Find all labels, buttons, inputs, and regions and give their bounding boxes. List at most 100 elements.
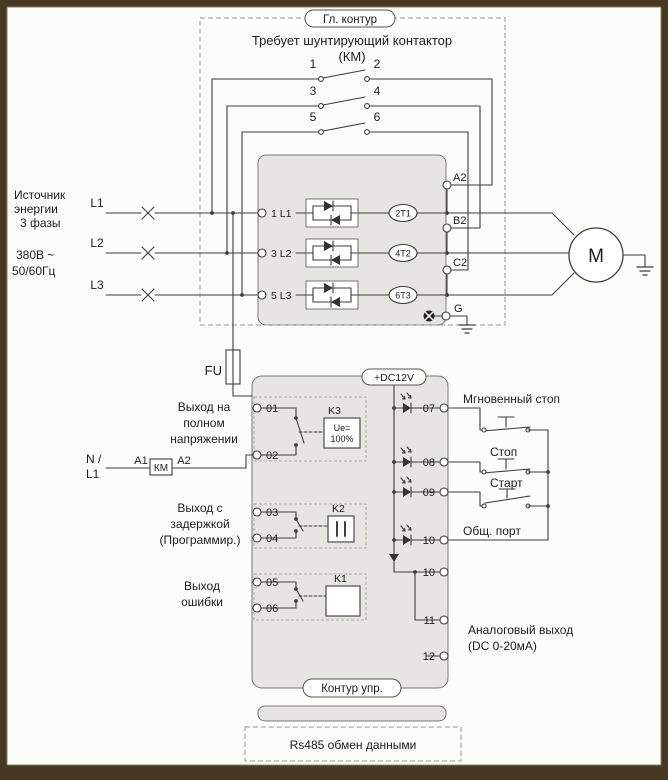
phase-l3-label: L3 <box>90 278 104 292</box>
frequency-label: 50/60Гц <box>12 264 56 278</box>
terminal-03: 03 <box>266 507 278 519</box>
terminal-4t2: 4T2 <box>395 249 411 259</box>
output-delay-3: (Программир.) <box>160 533 241 547</box>
contact-number: 1 <box>310 57 317 71</box>
main-circuit-pill <box>304 9 396 28</box>
terminal-12: 12 <box>423 651 435 663</box>
terminal-10b: 10 <box>423 567 435 579</box>
input-stop-label: Стоп <box>490 445 517 459</box>
point-a2: A2 <box>453 172 466 184</box>
breaker-icon <box>141 206 155 220</box>
coil-n-label: N / <box>86 452 102 466</box>
terminal-02: 02 <box>266 450 278 462</box>
analog-output-label-1: Аналоговый выход <box>468 623 573 637</box>
wiring <box>105 69 654 661</box>
analog-output-label-2: (DC 0-20мА) <box>468 639 537 653</box>
dc12v-pill <box>361 368 427 386</box>
terminal-01: 01 <box>266 403 278 415</box>
contact-number: 5 <box>310 110 317 124</box>
bypass-note-line1: Требует шунтирующий контактор <box>252 33 452 48</box>
terminal-08: 08 <box>423 457 435 469</box>
motor <box>568 227 654 283</box>
point-c2: C2 <box>453 257 467 269</box>
relay-k3-coil <box>323 417 361 449</box>
input-fast-stop-label: Мгновенный стоп <box>463 392 560 406</box>
output-full-voltage-2: полном <box>183 416 224 430</box>
relay-k2-label: K2 <box>332 503 345 515</box>
terminal-g: G <box>454 303 463 315</box>
relay-k3-note2: 100% <box>330 434 353 444</box>
external-buttons <box>447 407 551 541</box>
relay-k2-dashed-box <box>253 503 367 549</box>
voltage-label: 380В ~ <box>16 248 54 262</box>
coil-a2-label: A2 <box>177 455 190 467</box>
km-coil-box <box>149 458 173 476</box>
contact-number: 3 <box>310 84 317 98</box>
relay-k1-coil <box>325 585 361 617</box>
fuse <box>225 210 253 397</box>
bypass-contactor <box>209 69 493 298</box>
source-label-2: энергии <box>14 202 58 216</box>
terminal-05: 05 <box>266 577 278 589</box>
output-delay-2: задержкой <box>170 517 229 531</box>
relay-outputs <box>252 403 361 617</box>
relay-k1-dashed-box <box>253 573 367 621</box>
terminal-06: 06 <box>266 603 278 615</box>
terminal-5l3: 5 L3 <box>271 290 292 302</box>
coil-km-label: КМ <box>154 463 168 474</box>
labels: Гл. контур Требует шунтирующий контактор… <box>12 14 604 752</box>
power-path <box>257 180 575 310</box>
rs485-port-bar <box>257 705 447 722</box>
terminal-07: 07 <box>423 403 435 415</box>
main-circuit-tag: Гл. контур <box>323 14 377 26</box>
source-label-1: Источник <box>14 188 66 202</box>
earth-terminal <box>423 310 476 334</box>
phase-l2-label: L2 <box>90 236 104 250</box>
fuse-label: FU <box>205 363 222 378</box>
coil-l1-label: L1 <box>86 467 100 481</box>
output-delay-1: Выход с <box>177 501 222 515</box>
output-full-voltage-3: напряжении <box>170 432 238 446</box>
terminal-09: 09 <box>423 487 435 499</box>
terminal-6t3: 6T3 <box>395 291 411 301</box>
supply-lines <box>105 206 259 302</box>
digital-inputs <box>389 384 449 661</box>
output-error-2: ошибки <box>181 595 223 609</box>
rs485-label: Rs485 обмен данными <box>290 738 417 752</box>
point-b2: B2 <box>453 215 466 227</box>
terminal-2t1: 2T1 <box>395 209 411 219</box>
terminal-10: 10 <box>423 535 435 547</box>
relay-k3-dashed-box <box>253 396 367 462</box>
dc12v-label: +DC12V <box>374 372 414 384</box>
terminal-1l1: 1 L1 <box>271 208 292 220</box>
terminal-3l2: 3 L2 <box>271 248 292 260</box>
breaker-icon <box>141 246 155 260</box>
contact-number: 6 <box>374 110 381 124</box>
bypass-note-line2: (КМ) <box>338 49 365 64</box>
output-full-voltage-1: Выход на <box>178 400 231 414</box>
thyristor-pair-phase2 <box>305 238 359 268</box>
thyristor-pair-phase1 <box>305 198 359 228</box>
relay-k1-label: K1 <box>334 573 347 585</box>
terminal-04: 04 <box>266 533 278 545</box>
terminal-11: 11 <box>424 615 435 627</box>
motor-label: M <box>588 246 604 267</box>
coil-a1-label: A1 <box>134 455 147 467</box>
input-common-label: Общ. порт <box>463 524 521 538</box>
source-label-3: 3 фазы <box>20 216 61 230</box>
output-error-1: Выход <box>184 579 220 593</box>
control-circuit-tag: Контур упр. <box>321 683 383 695</box>
km-coil-circuit <box>105 454 254 476</box>
relay-k3-label: K3 <box>328 405 341 417</box>
phase-l1-label: L1 <box>90 196 104 210</box>
pill-labels <box>302 9 427 698</box>
input-start-label: Старт <box>490 476 523 490</box>
breaker-icon <box>141 288 155 302</box>
contact-number: 4 <box>374 84 381 98</box>
control-circuit-pill <box>302 678 402 698</box>
thyristor-pair-phase3 <box>305 280 359 310</box>
contact-number: 2 <box>374 57 381 71</box>
arrow-down-icon <box>389 554 399 562</box>
